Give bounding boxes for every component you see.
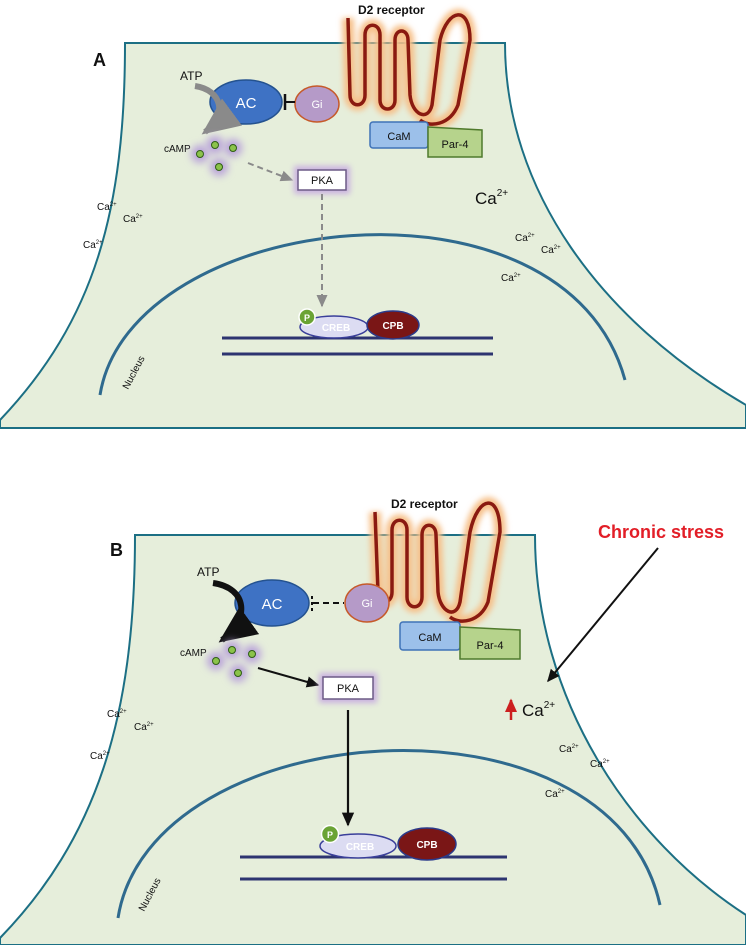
- camp-to-pka-arrow-a: [247, 162, 294, 182]
- creb-label-b: CREB: [346, 842, 374, 853]
- ca-ion-b3: Ca2+: [90, 751, 110, 762]
- ca-ion-b4: Ca2+: [559, 744, 579, 755]
- d2-receptor-label-a: D2 receptor: [358, 3, 425, 17]
- pka-label-a: PKA: [311, 175, 334, 187]
- cam-label-a: CaM: [387, 131, 410, 143]
- cell-body-b: [0, 534, 746, 945]
- chronic-stress-label: Chronic stress: [598, 522, 724, 542]
- d2-receptor-b: [373, 501, 502, 623]
- par4-box-a: [427, 126, 483, 158]
- camp-label-a: cAMP: [164, 144, 191, 155]
- d2-receptor-a: [346, 13, 472, 126]
- cam-label-b: CaM: [418, 632, 441, 644]
- gi-protein-b: [344, 583, 390, 623]
- atp-label-b: ATP: [197, 565, 219, 579]
- camp-to-pka-arrow-b: [257, 667, 320, 688]
- ca-ion-a4: Ca2+: [515, 233, 535, 244]
- ca-large-a: Ca2+: [475, 188, 508, 208]
- nucleus-envelope-b: [116, 749, 662, 919]
- ca-ion-a1: Ca2+: [97, 202, 117, 213]
- camp-molecules-a: [191, 136, 242, 176]
- panel-label-b: B: [110, 540, 123, 560]
- phospho-p-b: [320, 824, 340, 844]
- ca-ion-b5: Ca2+: [590, 759, 610, 770]
- ca-ion-a2: Ca2+: [123, 214, 143, 225]
- pka-box-b: [322, 676, 374, 700]
- cpb-b: [397, 827, 457, 861]
- pka-label-b: PKA: [337, 683, 360, 695]
- camp-label-b: cAMP: [180, 648, 207, 659]
- ca-ion-b6: Ca2+: [545, 789, 565, 800]
- ac-label-a: AC: [236, 95, 257, 112]
- cpb-label-a: CPB: [382, 321, 403, 332]
- ca-ion-b1: Ca2+: [107, 709, 127, 720]
- ca-ion-a5: Ca2+: [541, 245, 561, 256]
- par4-label-b: Par-4: [477, 640, 504, 652]
- creb-b: [319, 833, 397, 859]
- par4-label-a: Par-4: [442, 139, 469, 151]
- phospho-label-a: P: [304, 313, 310, 323]
- cpb-label-b: CPB: [416, 840, 437, 851]
- atp-label-a: ATP: [180, 69, 202, 83]
- panel-b: B D2 receptor CaM Par-4 Gi AC ATP cAMP: [0, 497, 746, 945]
- panel-a: A D2 receptor CaM Par-4 Gi AC ATP cAMP: [0, 3, 746, 429]
- ac-label-b: AC: [262, 596, 283, 613]
- atp-conversion-arrow-b: [212, 580, 260, 643]
- nucleus-envelope-a: [98, 233, 627, 396]
- ca-ion-a3: Ca2+: [83, 240, 103, 251]
- cpb-a: [366, 310, 420, 340]
- creb-label-a: CREB: [322, 323, 350, 334]
- panel-label-a: A: [93, 50, 106, 70]
- phospho-p-a: [298, 308, 316, 326]
- par4-box-b: [459, 626, 521, 660]
- phospho-label-b: P: [327, 830, 333, 840]
- ca-ion-a6: Ca2+: [501, 273, 521, 284]
- gi-label-b: Gi: [362, 598, 373, 610]
- ca-ion-b2: Ca2+: [134, 722, 154, 733]
- gi-label-a: Gi: [312, 99, 323, 111]
- pka-box-a: [297, 169, 347, 191]
- atp-conversion-arrow-a: [194, 83, 243, 135]
- camp-molecules-b: [207, 641, 261, 682]
- gi-protein-a: [294, 85, 340, 123]
- chronic-stress-arrow: [547, 547, 659, 683]
- ca-large-b: Ca2+: [522, 700, 555, 720]
- d2-receptor-label-b: D2 receptor: [391, 497, 458, 511]
